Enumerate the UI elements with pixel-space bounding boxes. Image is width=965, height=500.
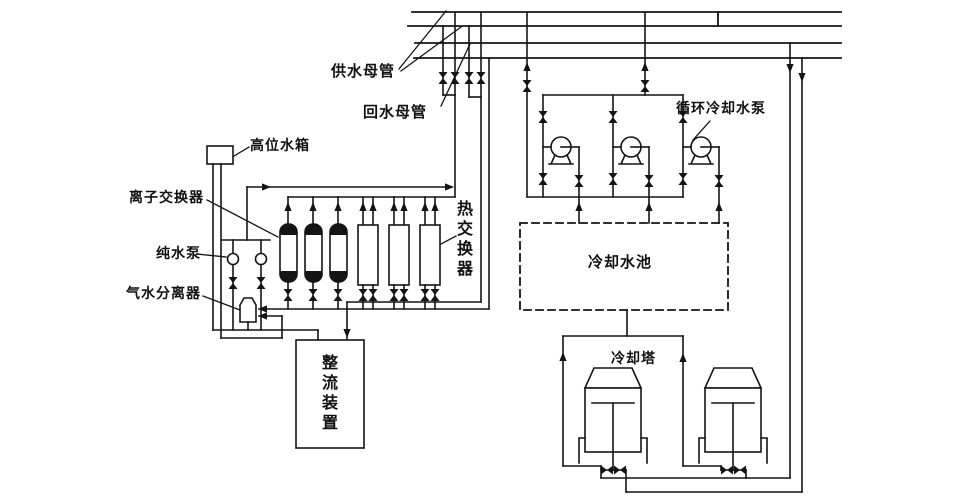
label-return-main: 回水母管: [363, 103, 428, 121]
demin-main-drops: [437, 11, 490, 310]
cooling-pool: [519, 222, 729, 337]
label-circulating-pump: 循环冷却水泵: [676, 101, 766, 117]
label-heat-exchanger: 热交换器: [454, 200, 473, 280]
cooling-tower-2: [698, 367, 768, 476]
heat-exchanger-1: [357, 196, 379, 310]
demin-return-headers: [257, 301, 490, 341]
pure-water-pump-assembly: [212, 186, 319, 341]
label-cooling-pool: 冷却水池: [588, 253, 653, 271]
ion-exchanger-2: [304, 196, 323, 310]
circulating-pump-branch-3: [677, 94, 725, 224]
heat-exchanger-2: [388, 196, 410, 310]
circulating-pump-station: [521, 11, 725, 224]
cooling-tower-circuit: [558, 42, 807, 493]
pump-discharge-line: [246, 182, 455, 192]
rectifier-unit: [295, 339, 365, 449]
label-gas-water-separator: 气水分离器: [126, 286, 201, 302]
pure-water-pump-2: [254, 252, 268, 266]
cooling-tower-1: [578, 367, 648, 476]
label-rectifier: 整流装置: [319, 354, 338, 434]
heat-exchanger-bank: [357, 196, 441, 310]
ion-exchanger-1: [279, 196, 298, 310]
label-ion-exchanger: 离子交换器: [129, 190, 204, 206]
circulating-pump-branch-2: [607, 94, 655, 224]
label-supply-main: 供水母管: [331, 62, 396, 80]
circulating-pump-branch-1: [537, 94, 585, 224]
pure-water-pump-1: [226, 252, 240, 266]
label-pure-water-pump: 纯水泵: [156, 246, 201, 262]
label-leaders: [196, 10, 711, 392]
label-elevated-tank: 高位水箱: [250, 138, 310, 154]
elevated-tank: [206, 145, 234, 339]
ion-exchanger-3: [329, 196, 348, 310]
label-cooling-tower: 冷却塔: [611, 351, 656, 367]
gas-water-separator: [239, 297, 257, 331]
heat-exchanger-3: [419, 196, 441, 310]
water-mains: [407, 11, 842, 59]
ion-exchanger-bank: [279, 196, 456, 310]
